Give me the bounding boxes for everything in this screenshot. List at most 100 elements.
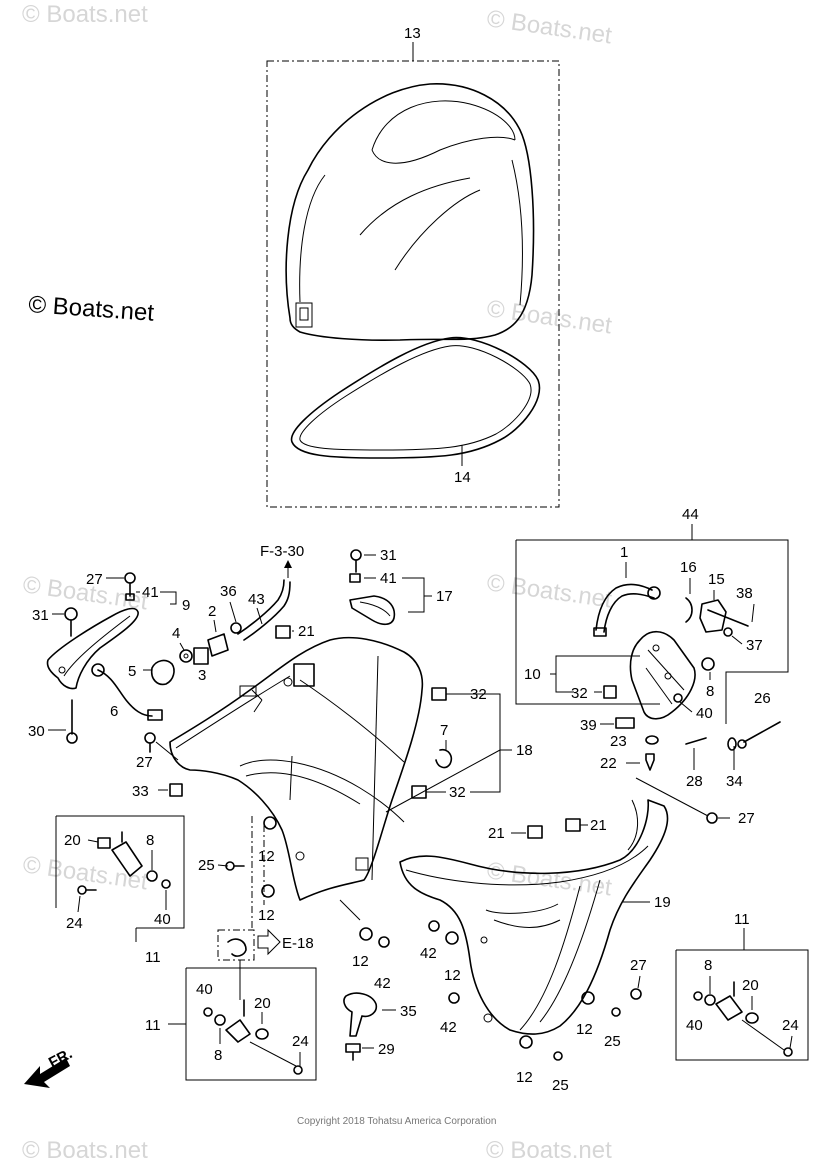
callout-39: 39 [580,717,597,734]
top-cowl [285,83,535,341]
callout-32: 32 [571,685,588,702]
watermark: © Boats.net [485,857,614,901]
callout-42: 42 [440,1019,457,1036]
callout-2: 2 [208,603,216,620]
cowl-bracket [629,630,696,720]
lock-assembly-center: 11 40 8 20 24 E-18 [145,928,317,1081]
latch-knob [150,659,175,686]
callout-6: 6 [110,703,118,720]
watermark: © Boats.net [485,569,614,613]
copyright-text: Copyright 2018 Tohatsu America Corporati… [297,1116,496,1127]
callout-15: 15 [708,571,725,588]
cowl-seal [290,336,541,459]
callout-1: 1 [620,544,628,561]
callout-34: 34 [726,773,743,790]
callout-31: 31 [380,547,397,564]
callout-12: 12 [444,967,461,984]
front-label: FR. [46,1045,75,1071]
callout-25: 25 [552,1077,569,1094]
callout-14: 14 [454,469,471,486]
latch-left-group: 27 41 9 31 30 6 5 4 3 2 [28,543,304,744]
callout-29: 29 [378,1041,395,1058]
callout-24: 24 [66,915,83,932]
ref-f-3-30: F-3-30 [260,543,304,560]
callout-38: 38 [736,585,753,602]
callout-12: 12 [258,848,275,865]
callout-27: 27 [630,957,647,974]
hook-group: 35 29 [343,992,417,1061]
callout-3: 3 [198,667,206,684]
callout-11: 11 [734,911,750,928]
callout-40: 40 [696,705,713,722]
watermark: © Boats.net [22,1,148,28]
callout-32: 32 [449,784,466,801]
callout-35: 35 [400,1003,417,1020]
callout-28: 28 [686,773,703,790]
front-arrow-icon [24,1058,70,1088]
callout-12: 12 [352,953,369,970]
callout-13: 13 [404,25,421,42]
drain-hose [243,581,291,641]
callout-18: 18 [516,742,533,759]
callout-41: 41 [380,570,397,587]
callout-27: 27 [738,810,755,827]
watermark: © Boats.net [485,295,614,339]
callout-25: 25 [198,857,215,874]
callout-11: 11 [145,949,161,966]
bracket-clip [699,599,727,633]
lower-cover-right [399,799,669,1035]
latch-rod [97,669,153,717]
callout-8: 8 [146,832,154,849]
callout-43: 43 [248,591,265,608]
ref-arrow [257,928,281,956]
callout-41: 41 [142,584,159,601]
callout-44: 44 [682,506,699,523]
ref-e-18: E-18 [282,935,314,952]
callout-12: 12 [516,1069,533,1086]
lower-cover-right-group: 19 21 21 12 42 42 12 42 12 25 12 25 27 [352,799,671,1094]
callout-21: 21 [298,623,315,640]
bracket-hose [595,583,653,631]
front-indicator: FR. [24,1045,75,1088]
watermark-main: © Boats.net [28,291,156,327]
bracket-group: 44 1 16 15 38 37 8 10 32 [515,506,789,827]
callout-20: 20 [64,832,81,849]
callout-12: 12 [576,1021,593,1038]
callout-24: 24 [292,1033,309,1050]
callout-42: 42 [420,945,437,962]
watermark: © Boats.net [485,5,614,49]
callout-40: 40 [154,911,171,928]
callout-19: 19 [654,894,671,911]
callout-26: 26 [754,690,771,707]
callout-24: 24 [782,1017,799,1034]
top-cowl-group: 13 14 [266,25,560,508]
lower-cover-left-group: 18 32 32 7 21 27 33 25 12 12 [132,623,533,930]
callout-5: 5 [128,663,136,680]
callout-27: 27 [136,754,153,771]
callout-42: 42 [374,975,391,992]
callout-20: 20 [742,977,759,994]
callout-33: 33 [132,783,149,800]
hook-plate [46,607,139,690]
lock-assembly-right: 11 8 40 20 24 [675,911,809,1061]
callout-36: 36 [220,583,237,600]
callout-31: 31 [32,607,49,624]
watermark: © Boats.net [22,1137,148,1158]
cowl-latch-plate [349,595,396,626]
callout-8: 8 [706,683,714,700]
callout-25: 25 [604,1033,621,1050]
callout-7: 7 [440,722,448,739]
lower-cover-left [169,636,424,901]
watermarks: © Boats.net © Boats.net © Boats.net © Bo… [21,1,614,1163]
callout-10: 10 [524,666,541,683]
callout-8: 8 [214,1047,222,1064]
latch-right-group: 31 41 17 [349,547,453,626]
callout-21: 21 [488,825,505,842]
callout-12: 12 [258,907,275,924]
callout-4: 4 [172,625,180,642]
callout-27: 27 [86,571,103,588]
callout-9: 9 [182,597,190,614]
callout-20: 20 [254,995,271,1012]
callout-40: 40 [196,981,213,998]
